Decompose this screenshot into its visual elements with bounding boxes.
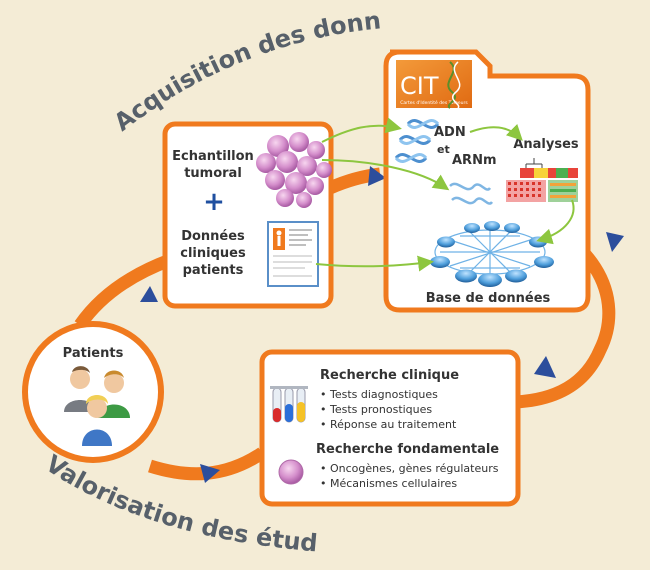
green-arrows <box>315 117 575 272</box>
arrow-sample-to-rna <box>321 159 450 191</box>
arrow-records-to-database <box>315 255 434 272</box>
clinical-label-line3: patients <box>183 263 244 278</box>
tumor-cells-icon <box>256 132 332 208</box>
cycle-arrow-right <box>606 232 624 252</box>
cycle-arrow-top <box>368 166 386 186</box>
cit-box: CIT Cartes d'Identité des Tumeurs ADN et… <box>383 49 591 313</box>
patient-record-icon <box>267 221 319 287</box>
cit-logo-caption: Cartes d'Identité des Tumeurs <box>400 99 468 106</box>
cycle-arrow-left <box>140 286 158 302</box>
database-network-icon <box>430 221 554 287</box>
patients-label: Patients <box>63 346 124 361</box>
clinical-research-title: Recherche clinique <box>320 368 459 383</box>
test-tubes-icon <box>270 386 308 423</box>
rna-label: ARNm <box>452 153 497 168</box>
clinical-label-line1: Données <box>181 229 245 244</box>
cit-logo-text: CIT <box>400 72 439 100</box>
cycle-arrows <box>140 166 624 483</box>
patients-group-icon <box>64 366 130 446</box>
database-label: Base de données <box>426 291 551 306</box>
clinical-item-2: • Tests pronostiques <box>320 403 432 416</box>
clinical-label-line2: cliniques <box>180 246 246 261</box>
fundamental-item-1: • Oncogènes, gènes régulateurs <box>320 462 499 475</box>
arrow-dna-to-analyses <box>469 123 523 141</box>
patients-circle: Patients <box>22 321 164 463</box>
clinical-item-1: • Tests diagnostiques <box>320 388 438 401</box>
clinical-item-3: • Réponse au traitement <box>320 418 457 431</box>
analyses-label: Analyses <box>513 137 579 152</box>
fundamental-item-2: • Mécanismes cellulaires <box>320 477 457 490</box>
dna-helix-icon <box>394 119 440 163</box>
cycle-arrow-bottom <box>200 464 220 483</box>
plus-sign: + <box>203 187 225 217</box>
arrow-sample-to-dna <box>321 117 402 143</box>
title-acquisition: Acquisition des données <box>0 0 382 137</box>
cell-icon <box>278 459 304 485</box>
analysis-chart-icon <box>506 158 578 202</box>
arrow-analyses-to-database <box>536 199 575 245</box>
dna-label: ADN <box>434 125 466 140</box>
sample-label-line2: tumoral <box>184 166 242 181</box>
cycle-arrow-lower-right <box>534 356 556 378</box>
sample-box: Echantillon tumoral + Données cliniques … <box>162 121 334 309</box>
cit-logo-helix-icon <box>447 61 457 109</box>
and-label: et <box>437 143 450 156</box>
rna-helix-icon <box>449 182 494 205</box>
fundamental-research-title: Recherche fondamentale <box>316 442 499 457</box>
research-box: Recherche clinique • Tests diagnostiques… <box>259 349 521 507</box>
cit-logo: CIT Cartes d'Identité des Tumeurs <box>396 60 472 109</box>
sample-label-line1: Echantillon <box>172 149 254 164</box>
